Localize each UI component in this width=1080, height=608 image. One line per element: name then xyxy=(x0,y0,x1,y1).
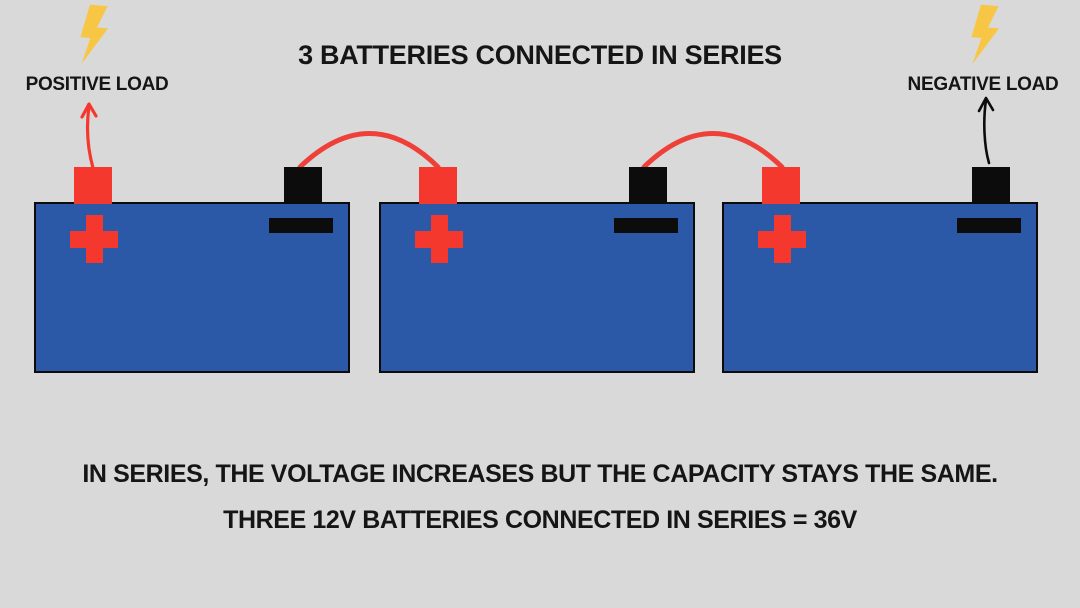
battery-1 xyxy=(34,167,350,373)
minus-symbol xyxy=(614,218,678,233)
caption-line-1: IN SERIES, THE VOLTAGE INCREASES BUT THE… xyxy=(82,460,998,488)
negative-terminal xyxy=(972,167,1010,204)
series-wire-2 xyxy=(641,131,785,170)
plus-symbol xyxy=(415,215,463,263)
minus-symbol xyxy=(957,218,1021,233)
battery-3 xyxy=(722,167,1038,373)
negative-load-arrow xyxy=(977,96,995,165)
positive-load-arrow xyxy=(80,102,98,170)
series-wire-1 xyxy=(297,131,441,170)
positive-load-label: POSITIVE LOAD xyxy=(25,74,169,95)
lightning-bolt-icon xyxy=(80,4,108,65)
caption-line-2: THREE 12V BATTERIES CONNECTED IN SERIES … xyxy=(223,506,857,534)
positive-terminal xyxy=(74,167,112,204)
plus-symbol xyxy=(70,215,118,263)
page-title: 3 BATTERIES CONNECTED IN SERIES xyxy=(298,40,782,70)
negative-terminal xyxy=(284,167,322,204)
lightning-bolt-icon xyxy=(971,4,999,65)
plus-symbol xyxy=(758,215,806,263)
minus-symbol xyxy=(269,218,333,233)
negative-terminal xyxy=(629,167,667,204)
negative-load-label: NEGATIVE LOAD xyxy=(907,74,1059,95)
positive-terminal xyxy=(762,167,800,204)
positive-terminal xyxy=(419,167,457,204)
battery-2 xyxy=(379,167,695,373)
